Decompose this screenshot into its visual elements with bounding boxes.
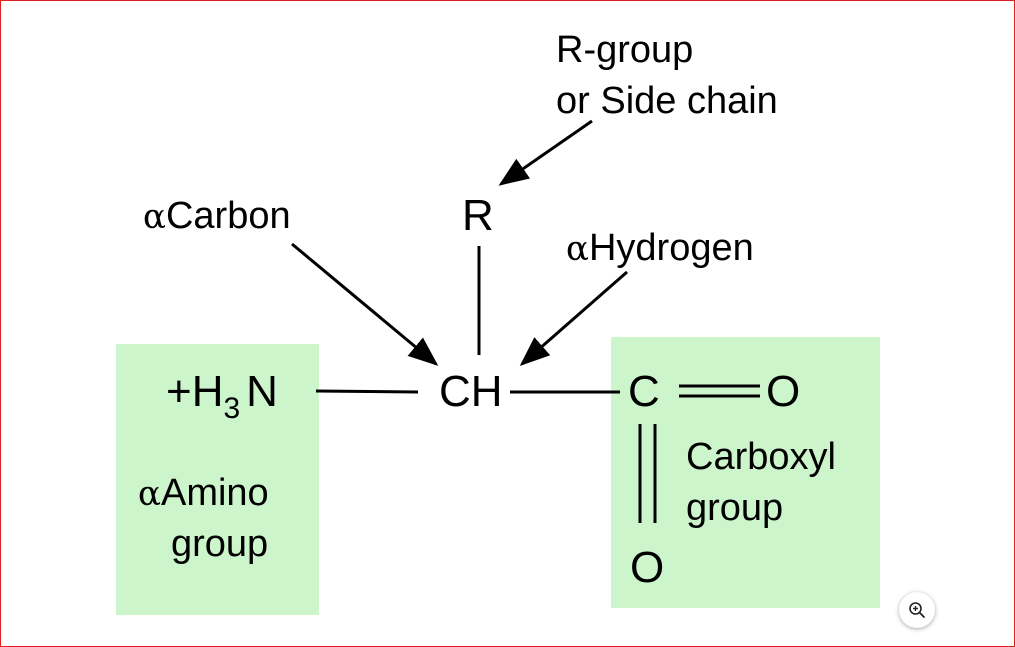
carboxyl-carbon: C [628, 367, 660, 416]
hydroxyl-oxygen: O [630, 543, 665, 592]
r-group-label-line1: R-group [556, 29, 694, 71]
zoom-button[interactable] [899, 592, 935, 628]
amine-plus-h: +H [166, 367, 224, 416]
alpha-hydrogen-text: Hydrogen [588, 227, 754, 269]
alpha-symbol: α [138, 474, 161, 514]
carboxyl-group-label-line1: Carboxyl [686, 436, 836, 478]
arrow-r-group [498, 119, 593, 186]
r-group-label-line2: or Side chain [556, 80, 778, 122]
alpha-carbon-label: αCarbon [143, 197, 291, 235]
alpha-symbol: α [143, 197, 166, 237]
r-atom: R [462, 191, 494, 240]
amino-group-label-line2: group [171, 523, 269, 565]
amino-group-box [116, 344, 319, 615]
alpha-ch: CH [439, 367, 503, 416]
arrow-alpha-carbon [291, 242, 439, 366]
alpha-hydrogen-label: αHydrogen [566, 229, 754, 267]
bond-n-ch [315, 389, 419, 394]
carbonyl-oxygen: O [766, 367, 801, 416]
amine-n: N [246, 367, 278, 416]
carboxyl-group-label-line2: group [686, 487, 784, 529]
amino-group-text: Amino [160, 472, 269, 514]
amine-subscript: 3 [223, 392, 241, 425]
zoom-in-icon [909, 602, 925, 618]
amino-group-label-line1: αAmino [138, 474, 269, 512]
arrow-alpha-hydrogen [519, 270, 628, 366]
alpha-symbol: α [566, 229, 589, 269]
alpha-carbon-text: Carbon [165, 195, 291, 237]
